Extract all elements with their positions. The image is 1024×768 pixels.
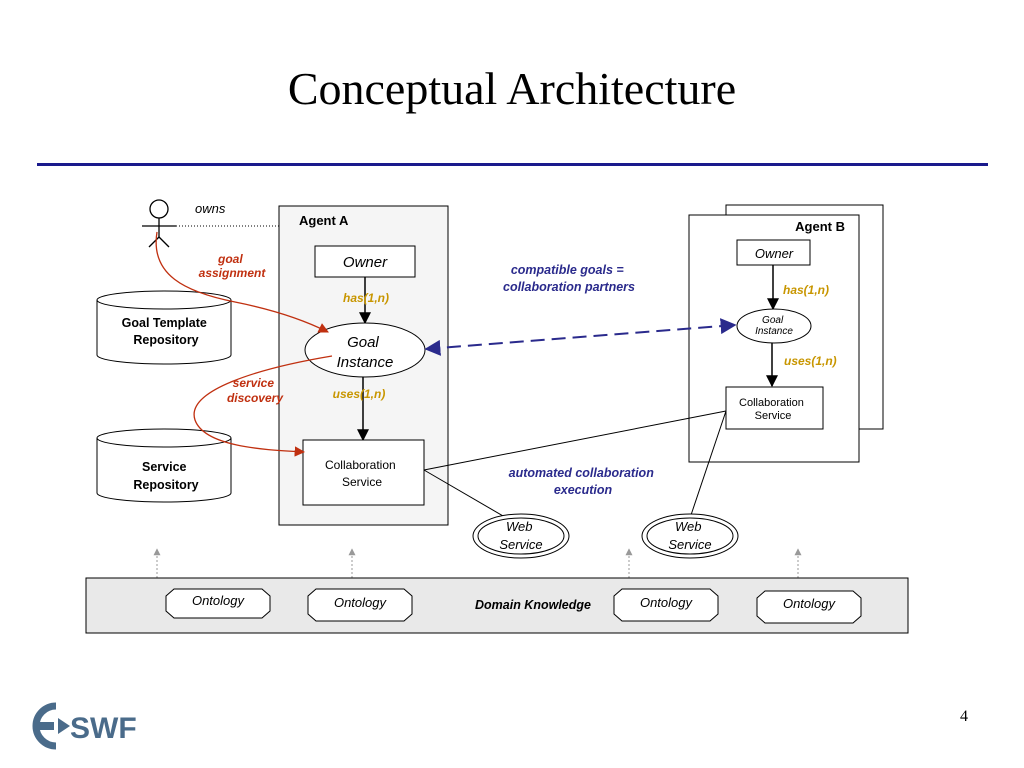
- collaboration-link-b-to-web-service: [689, 410, 727, 519]
- slide-title: Conceptual Architecture: [287, 63, 737, 114]
- agent-b-label: Agent B: [795, 219, 845, 234]
- ontology-1: Ontology: [165, 588, 271, 619]
- svg-text:Ontology: Ontology: [334, 595, 388, 610]
- web-service-2: [641, 513, 739, 559]
- service-discovery-label: service discovery: [227, 376, 284, 405]
- compatible-goals-arrow: [424, 318, 737, 356]
- agent-a-uses-label: uses(1,n): [333, 387, 386, 401]
- page-number: 4: [960, 708, 968, 725]
- agent-b-goal-instance: [736, 308, 812, 344]
- service-repository: [96, 428, 232, 503]
- agent-a-owner-label: Owner: [343, 254, 388, 271]
- goal-template-repository-label: Goal Template Repository: [122, 316, 211, 347]
- agent-a-owner-box: [314, 245, 416, 278]
- goal-template-repository: [96, 290, 232, 365]
- ontology-3: Ontology: [613, 588, 719, 622]
- agent-b-has-label: has(1,n): [783, 283, 829, 297]
- domain-knowledge-label: Domain Knowledge: [475, 598, 591, 612]
- service-discovery-arrow: [193, 355, 333, 457]
- ontology-4: Ontology: [756, 590, 862, 624]
- agent-b-owner-box: [736, 239, 811, 266]
- ontology-2: Ontology: [307, 588, 413, 622]
- web-service-2-label: Web Service: [668, 519, 711, 552]
- agent-a-label: Agent A: [299, 213, 349, 228]
- agent-a-collaboration-service: [302, 439, 425, 506]
- agent-b-collaboration-service-label: Collaboration Service: [739, 397, 807, 422]
- agent-a-goal-instance-label: Goal Instance: [337, 334, 394, 371]
- automated-collaboration-label: automated collaboration execution: [509, 466, 658, 497]
- collaboration-link-a-to-b: [423, 410, 727, 471]
- title-divider: [37, 163, 988, 166]
- agent-b-collaboration-service: [725, 386, 824, 430]
- svg-text:Ontology: Ontology: [192, 593, 246, 608]
- svg-text:Ontology: Ontology: [783, 596, 837, 611]
- agent-b-goal-instance-label: Goal Instance: [755, 315, 793, 337]
- service-repository-label: Service Repository: [133, 460, 198, 492]
- compatible-goals-label: compatible goals = collaboration partner…: [503, 263, 635, 294]
- agent-b-uses-label: uses(1,n): [784, 354, 837, 368]
- goal-assignment-arrow: [155, 231, 329, 333]
- web-service-1-label: Web Service: [499, 519, 542, 552]
- swf-logo: SWF: [32, 702, 137, 750]
- domain-knowledge-up-arrows: [153, 548, 802, 578]
- agent-a-collaboration-service-label: Collaboration Service: [325, 458, 399, 489]
- actor-figure: [142, 199, 176, 248]
- collaboration-link-a-to-web-service: [423, 469, 511, 521]
- svg-text:Ontology: Ontology: [640, 595, 694, 610]
- swf-logo-text: SWF: [70, 712, 137, 745]
- agent-a-has-label: has(1,n): [343, 291, 389, 305]
- web-service-1: [472, 513, 570, 559]
- goal-assignment-label: goal assignment: [199, 252, 267, 280]
- swf-logo-icon: [32, 702, 70, 750]
- owns-label: owns: [195, 201, 226, 216]
- agent-b-owner-label: Owner: [755, 246, 794, 261]
